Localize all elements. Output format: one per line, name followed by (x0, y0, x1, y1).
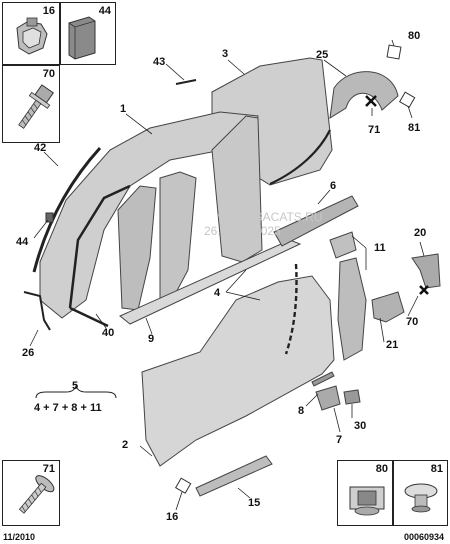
part-7-hinge-plate (315, 385, 341, 411)
part-20-bracket (411, 253, 441, 289)
part-80-marker (386, 44, 402, 60)
watermark-line2: 26.19:03.2025 (204, 224, 281, 238)
foam-block-icon (68, 16, 96, 60)
footer-ref: 00060934 (403, 532, 444, 542)
callout-30: 30 (354, 420, 367, 432)
part-4-rear-pillar (211, 115, 263, 263)
part-42-roof-seal (32, 146, 102, 273)
part-11-panel-lower (337, 257, 367, 361)
callout-9: 9 (148, 333, 155, 345)
callout-40: 40 (102, 327, 115, 339)
part-rear-door-cable (269, 129, 331, 185)
callout-1: 1 (120, 103, 127, 115)
callout-15: 15 (248, 497, 261, 509)
inset-label-16: 16 (42, 5, 55, 17)
push-clip-icon (404, 483, 438, 513)
inset-box-81: 81 (393, 460, 448, 526)
clip-nut-icon (16, 17, 48, 55)
part-16-marker (174, 477, 192, 494)
formula-4-7-8-11: 4 + 7 + 8 + 11 (34, 402, 102, 414)
part-door-channel (284, 263, 298, 355)
callout-26: 26 (22, 347, 35, 359)
part-30-cap (343, 389, 361, 405)
part-6-reinforcement (273, 195, 359, 247)
callout-81: 81 (408, 122, 421, 134)
callout-21: 21 (386, 339, 399, 351)
callout-16: 16 (166, 511, 179, 523)
callout-4: 4 (214, 287, 221, 299)
callout-6: 6 (330, 180, 337, 192)
part-21-bracket (371, 291, 405, 323)
part-9-b-pillar (117, 185, 157, 311)
inset-box-44: 44 (60, 2, 116, 65)
callout-11: 11 (374, 242, 386, 254)
inset-label-70: 70 (42, 68, 55, 80)
inset-label-71: 71 (42, 463, 55, 475)
callout-44: 44 (16, 236, 29, 248)
part-43-clip-strip (175, 79, 197, 85)
callout-43: 43 (153, 56, 166, 68)
rivet-nut-icon (349, 486, 385, 516)
part-71-screw-mark (365, 95, 377, 107)
part-2-sliding-door (141, 275, 335, 467)
hex-bolt-icon (18, 84, 55, 129)
part-25-wheel-arch-liner (329, 71, 399, 119)
callout-70: 70 (406, 316, 419, 328)
part-40-door-seal (68, 184, 131, 328)
footer-date: 11/2010 (3, 532, 36, 542)
callout-20: 20 (414, 227, 427, 239)
callout-5: 5 (72, 380, 79, 392)
part-4-sill (119, 239, 302, 325)
part-9-center-pillar (159, 171, 197, 301)
callout-2: 2 (122, 439, 129, 451)
callout-42: 42 (34, 142, 47, 154)
callout-8: 8 (298, 405, 305, 417)
inset-box-16: 16 (2, 2, 60, 65)
inset-box-71: 71 (2, 460, 60, 526)
inset-box-70: 70 (2, 65, 60, 143)
self-tapping-screw-icon (18, 475, 55, 514)
callout-71: 71 (368, 124, 381, 136)
part-11-panel-upper (329, 231, 357, 259)
part-8-strip (311, 371, 335, 387)
part-26-seal-end (23, 291, 51, 331)
callout-25: 25 (316, 49, 329, 61)
part-44-foam-pad (45, 212, 54, 223)
callout-3: 3 (222, 48, 229, 60)
part-81-marker (398, 91, 416, 108)
inset-box-80: 80 (337, 460, 393, 526)
callout-80: 80 (408, 30, 421, 42)
inset-label-80: 80 (375, 463, 388, 475)
formula-brace (35, 384, 117, 399)
watermark-line1: www.PSACATS.RU (218, 210, 323, 224)
inset-label-81: 81 (430, 463, 443, 475)
part-70-screw-mark (419, 285, 429, 295)
part-15-trim-strip (195, 455, 273, 497)
inset-label-44: 44 (98, 5, 111, 17)
callout-7: 7 (336, 434, 343, 446)
